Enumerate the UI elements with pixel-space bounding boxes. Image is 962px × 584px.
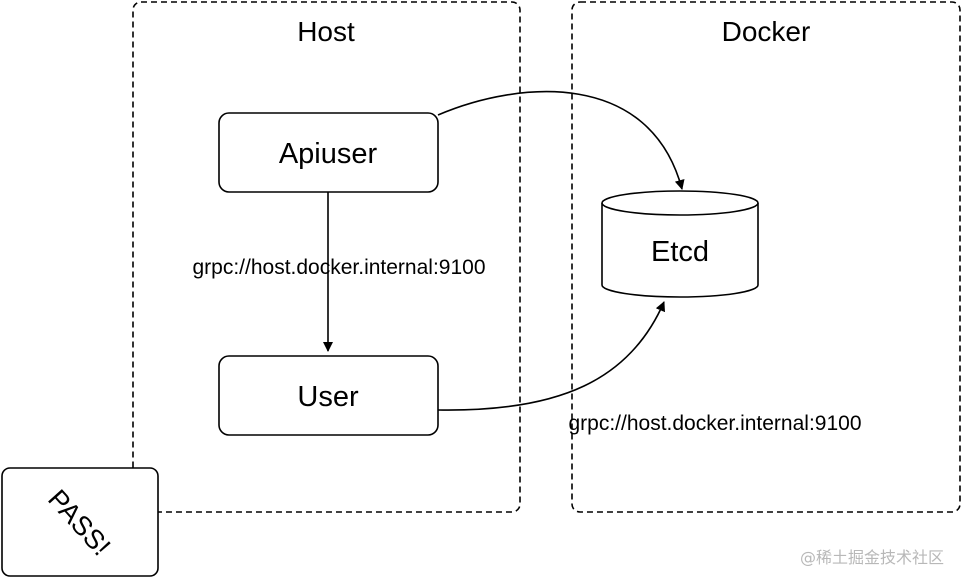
- node-user-label: User: [297, 381, 359, 413]
- watermark: @稀土掘金技术社区: [800, 548, 944, 567]
- pass-stamp: PASS!: [1, 467, 159, 577]
- edge-label-apiuser-user: grpc://host.docker.internal:9100: [192, 256, 485, 279]
- node-etcd-cylinder-body: [601, 203, 759, 298]
- host-zone: Host: [132, 1, 521, 513]
- pass-stamp-shape: [1, 467, 159, 577]
- node-user-shape: [218, 355, 439, 436]
- node-user: User: [218, 355, 439, 436]
- node-apiuser-shape: [218, 112, 439, 193]
- edge-user-to-etcd: [437, 301, 665, 411]
- edge-label-user-etcd: grpc://host.docker.internal:9100: [568, 412, 861, 435]
- host-zone-border: [132, 1, 521, 513]
- node-apiuser-label: Apiuser: [279, 138, 378, 170]
- docker-zone-border: [571, 1, 961, 513]
- node-etcd: Etcd: [601, 190, 759, 298]
- edge-apiuser-to-etcd: [437, 90, 685, 190]
- docker-zone: Docker: [571, 1, 961, 513]
- node-etcd-label: Etcd: [651, 236, 709, 268]
- docker-zone-title: Docker: [722, 16, 811, 47]
- node-apiuser: Apiuser: [218, 112, 439, 193]
- host-zone-title: Host: [297, 16, 355, 47]
- node-etcd-cylinder-top: [601, 190, 759, 216]
